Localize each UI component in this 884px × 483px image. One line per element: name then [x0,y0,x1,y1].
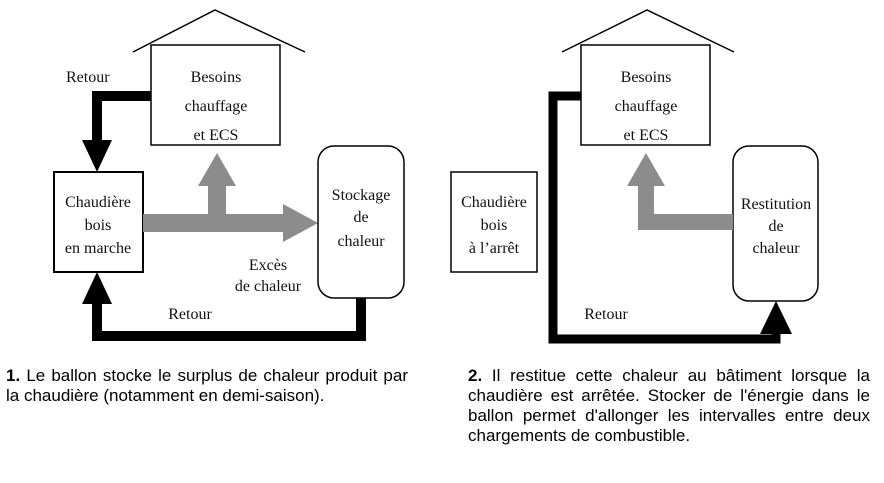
return-top-label-1: Retour [66,69,110,86]
flow-vertical-1 [208,182,226,216]
excess-label-line1: Excès [249,257,287,274]
boiler2-label-line1: Chaudière [461,194,527,211]
house2-label-line1: Besoins [621,69,672,86]
caption-1-text: Le ballon stocke le surplus de chaleur p… [6,366,408,405]
return-pipe-2 [548,91,781,344]
panel-2: Besoins chauffage et ECS Chaudière bois … [450,9,819,344]
storage2-label-line3: chaleur [752,240,800,257]
boiler-box-1 [53,171,144,273]
storage-label-line1: Stockage [332,187,391,204]
flow-arrow-to-storage [283,204,318,242]
flow-vertical-2 [638,182,654,230]
storage2-label-line1: Restitution [741,196,811,213]
house-box-2 [580,44,711,146]
caption-2-text: Il restitue cette chaleur au bâtiment lo… [468,366,870,445]
house-box-1 [150,44,281,146]
heating-storage-diagram: Besoins chauffage et ECS Retour Chaudièr… [53,9,819,344]
panel-1: Besoins chauffage et ECS Retour Chaudièr… [53,9,405,341]
caption-2: 2. Il restitue cette chaleur au bâtiment… [468,366,870,446]
return-arrow-2 [760,301,792,334]
storage2-label-line2: de [768,218,783,235]
excess-label-line2: de chaleur [235,278,302,295]
return-bottom-label-2: Retour [584,306,628,323]
heat-flow-arrows-2 [627,153,733,230]
return-pipe-top-1 [92,91,151,142]
house-label-line2: chauffage [185,98,248,115]
caption-1-number: 1. [6,366,21,385]
return-pipe-bottom-1 [92,298,366,341]
house-label-line1: Besoins [191,69,242,86]
boiler-box-2 [450,171,538,273]
heat-flow-arrows-1 [143,153,318,242]
house2-label-line2: chauffage [615,98,678,115]
house-roof-1 [132,9,306,53]
caption-1: 1. Le ballon stocke le surplus de chaleu… [6,366,408,406]
storage-label-line2: de [353,209,368,226]
flow-horizontal-2 [638,214,733,230]
flow-horizontal-1 [143,214,286,232]
house2-label-line3: et ECS [624,127,669,144]
storage-label-line3: chaleur [337,233,385,250]
caption-2-number: 2. [468,366,483,385]
house-label-line3: et ECS [194,127,239,144]
house-roof-2 [561,9,735,53]
return-bottom-label-1: Retour [168,306,212,323]
flow-arrow-to-house-2 [627,153,665,186]
boiler-label-line3: en marche [65,240,131,257]
boiler2-label-line3: à l’arrêt [469,240,520,257]
boiler-label-line2: bois [85,217,112,234]
boiler-label-line1: Chaudière [65,194,131,211]
boiler2-label-line2: bois [481,217,508,234]
return-arrow-top-1 [82,140,112,172]
return-arrow-bottom-1 [82,272,112,304]
flow-arrow-to-house-1 [198,153,236,186]
